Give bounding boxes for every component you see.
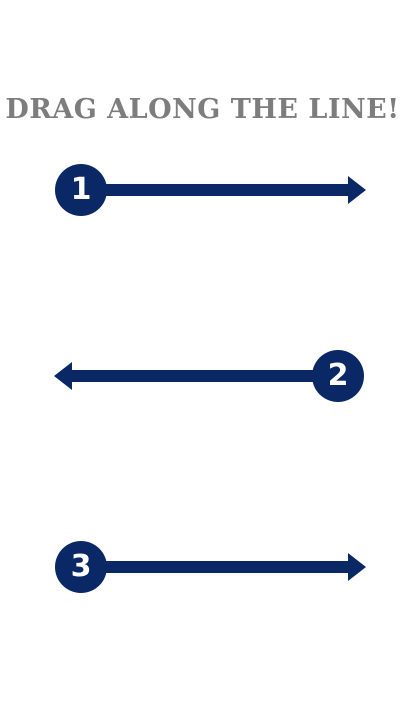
page-title: Drag Along The Line! xyxy=(5,94,400,125)
drag-handle-1[interactable]: 1 xyxy=(55,164,107,216)
drag-track-1[interactable]: 1 xyxy=(0,160,405,220)
drag-track-3[interactable]: 3 xyxy=(0,537,405,597)
drag-track-2[interactable]: 2 xyxy=(0,346,405,406)
arrow-right-icon xyxy=(80,553,366,581)
arrow-right-icon xyxy=(80,176,366,204)
drag-handle-2[interactable]: 2 xyxy=(312,350,364,402)
arrow-left-icon xyxy=(54,362,340,390)
drag-handle-3[interactable]: 3 xyxy=(55,541,107,593)
